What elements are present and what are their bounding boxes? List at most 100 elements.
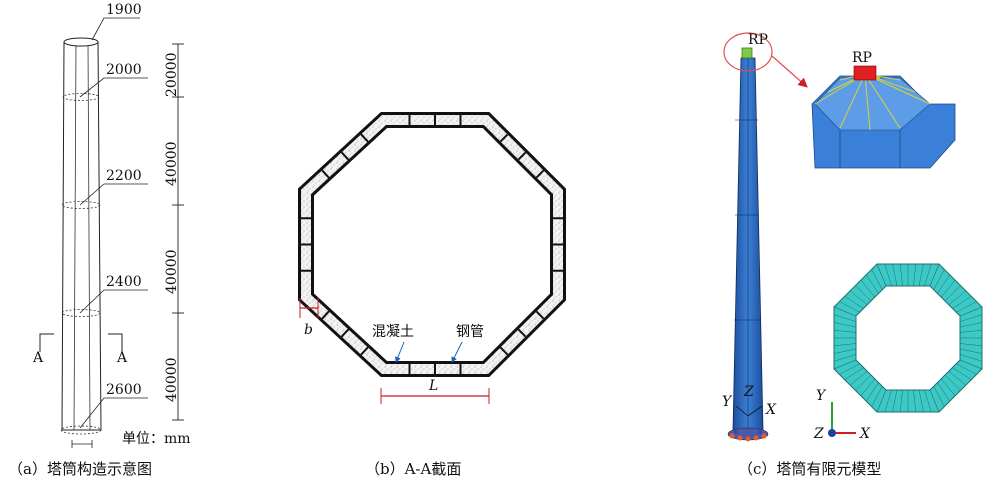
mesh-line [833,359,857,370]
section-ring [61,201,101,209]
fe-base-axis-y-label: Y [722,394,733,410]
section-ring [62,93,100,101]
mesh-line [959,354,983,362]
fe-base-axis-y [735,405,749,417]
mesh-line [959,343,983,346]
concrete-leader [395,341,405,363]
mesh-line [866,274,879,294]
mesh-line [933,269,945,290]
mesh-line [959,330,983,333]
rp-label: RP [748,32,768,48]
mesh-line [924,389,932,413]
segment-height-label: 20000 [164,52,180,97]
tower-base-ring [60,425,102,435]
mesh-line [941,378,956,397]
mesh-line [839,363,860,375]
tower-top-ring [63,37,99,47]
section-width-label: 2200 [106,168,142,184]
tower-outline [61,41,102,431]
panel-a-tower-schematic: 1900 2000 2200 2400 2600 20000 40000 400… [32,2,191,448]
mesh-line [833,322,857,328]
section-width-label: 2600 [106,382,142,398]
L-dimension-label: L [428,378,438,394]
panel-b-cross-section: b L 混凝土 钢管 [298,112,566,404]
fe-base-axis-x [747,405,763,417]
unit-label: 单位：mm [122,431,191,447]
fe-cross-section [833,263,983,413]
steel-tube-divider [517,151,527,161]
mesh-line [952,296,972,309]
section-cut-mark-left [39,333,54,352]
global-axis-y-label: Y [816,388,827,404]
rp-highlight-circle [723,32,773,72]
panel-c-fe-model: Y X Z RP RP Y X Z [722,32,983,442]
steel-tube-divider [321,310,330,320]
top-dimension-label: 1900 [106,2,142,18]
fe-base-axis-x-label: X [765,402,777,418]
section-width-label: 2000 [106,62,142,78]
mesh-line [929,263,940,287]
mesh-line [876,263,887,287]
b-dimension-label: b [304,322,313,338]
mesh-line [937,274,950,294]
mesh-line [959,306,983,317]
global-axis-z-label: Z [813,426,824,442]
mesh-line [948,371,967,386]
mesh-line [884,389,892,413]
mesh-line [833,343,857,346]
caption-c: （c）塔筒有限元模型 [738,460,882,478]
rp-detail-inset: RP [811,50,956,169]
coupling-line [839,73,866,129]
mesh-line [892,263,898,287]
section-mark-right: A [116,350,128,366]
caption-b: （b）A-A截面 [365,460,462,478]
mesh-line [944,374,961,391]
mesh-line [937,382,950,402]
mesh-line [833,330,857,333]
global-axis-z [828,429,836,437]
tower-edge-line [73,41,77,431]
segment-height-label: 40000 [164,141,180,186]
concrete-label: 混凝土 [372,324,414,340]
steel-tube-divider [360,133,369,143]
mesh-line [871,269,883,290]
mesh-line [952,367,972,380]
mesh-line [913,263,916,287]
steel-tube-divider [535,169,545,179]
leader-2400 [79,289,148,314]
mesh-line [892,389,898,413]
mesh-line [959,359,983,370]
mesh-line [855,285,872,302]
steel-tube-label: 钢管 [456,324,484,340]
mesh-line [833,354,857,362]
mesh-line [959,348,983,354]
global-axis-x-label: X [859,426,871,442]
fe-top-reference-block [741,47,753,59]
mesh-line [924,263,932,287]
segment-height-label: 40000 [164,249,180,294]
steel-tube-divider [499,133,509,143]
mesh-line [871,386,883,407]
mesh-line [876,389,887,413]
leader-2600 [79,397,148,429]
fe-base-axis-z-label: Z [743,384,754,400]
tower-edge-line [87,41,91,431]
mesh-line [833,306,857,317]
steel-tube-divider [360,346,369,356]
mesh-line [956,301,977,313]
leader-2200 [79,183,148,206]
mesh-line [900,263,903,287]
steel-tube-dividers [301,115,563,374]
rp-detail-label: RP [852,50,872,66]
section-width-label: 2400 [106,274,142,290]
steel-tube-leader [451,341,463,363]
steel-tube-divider [340,328,350,338]
mesh-line [933,386,945,407]
mesh-line [900,389,903,413]
mesh-line [839,301,860,313]
mesh-line [918,263,924,287]
mesh-line [860,378,875,397]
mesh-line [849,290,868,305]
mesh-line [855,374,872,391]
